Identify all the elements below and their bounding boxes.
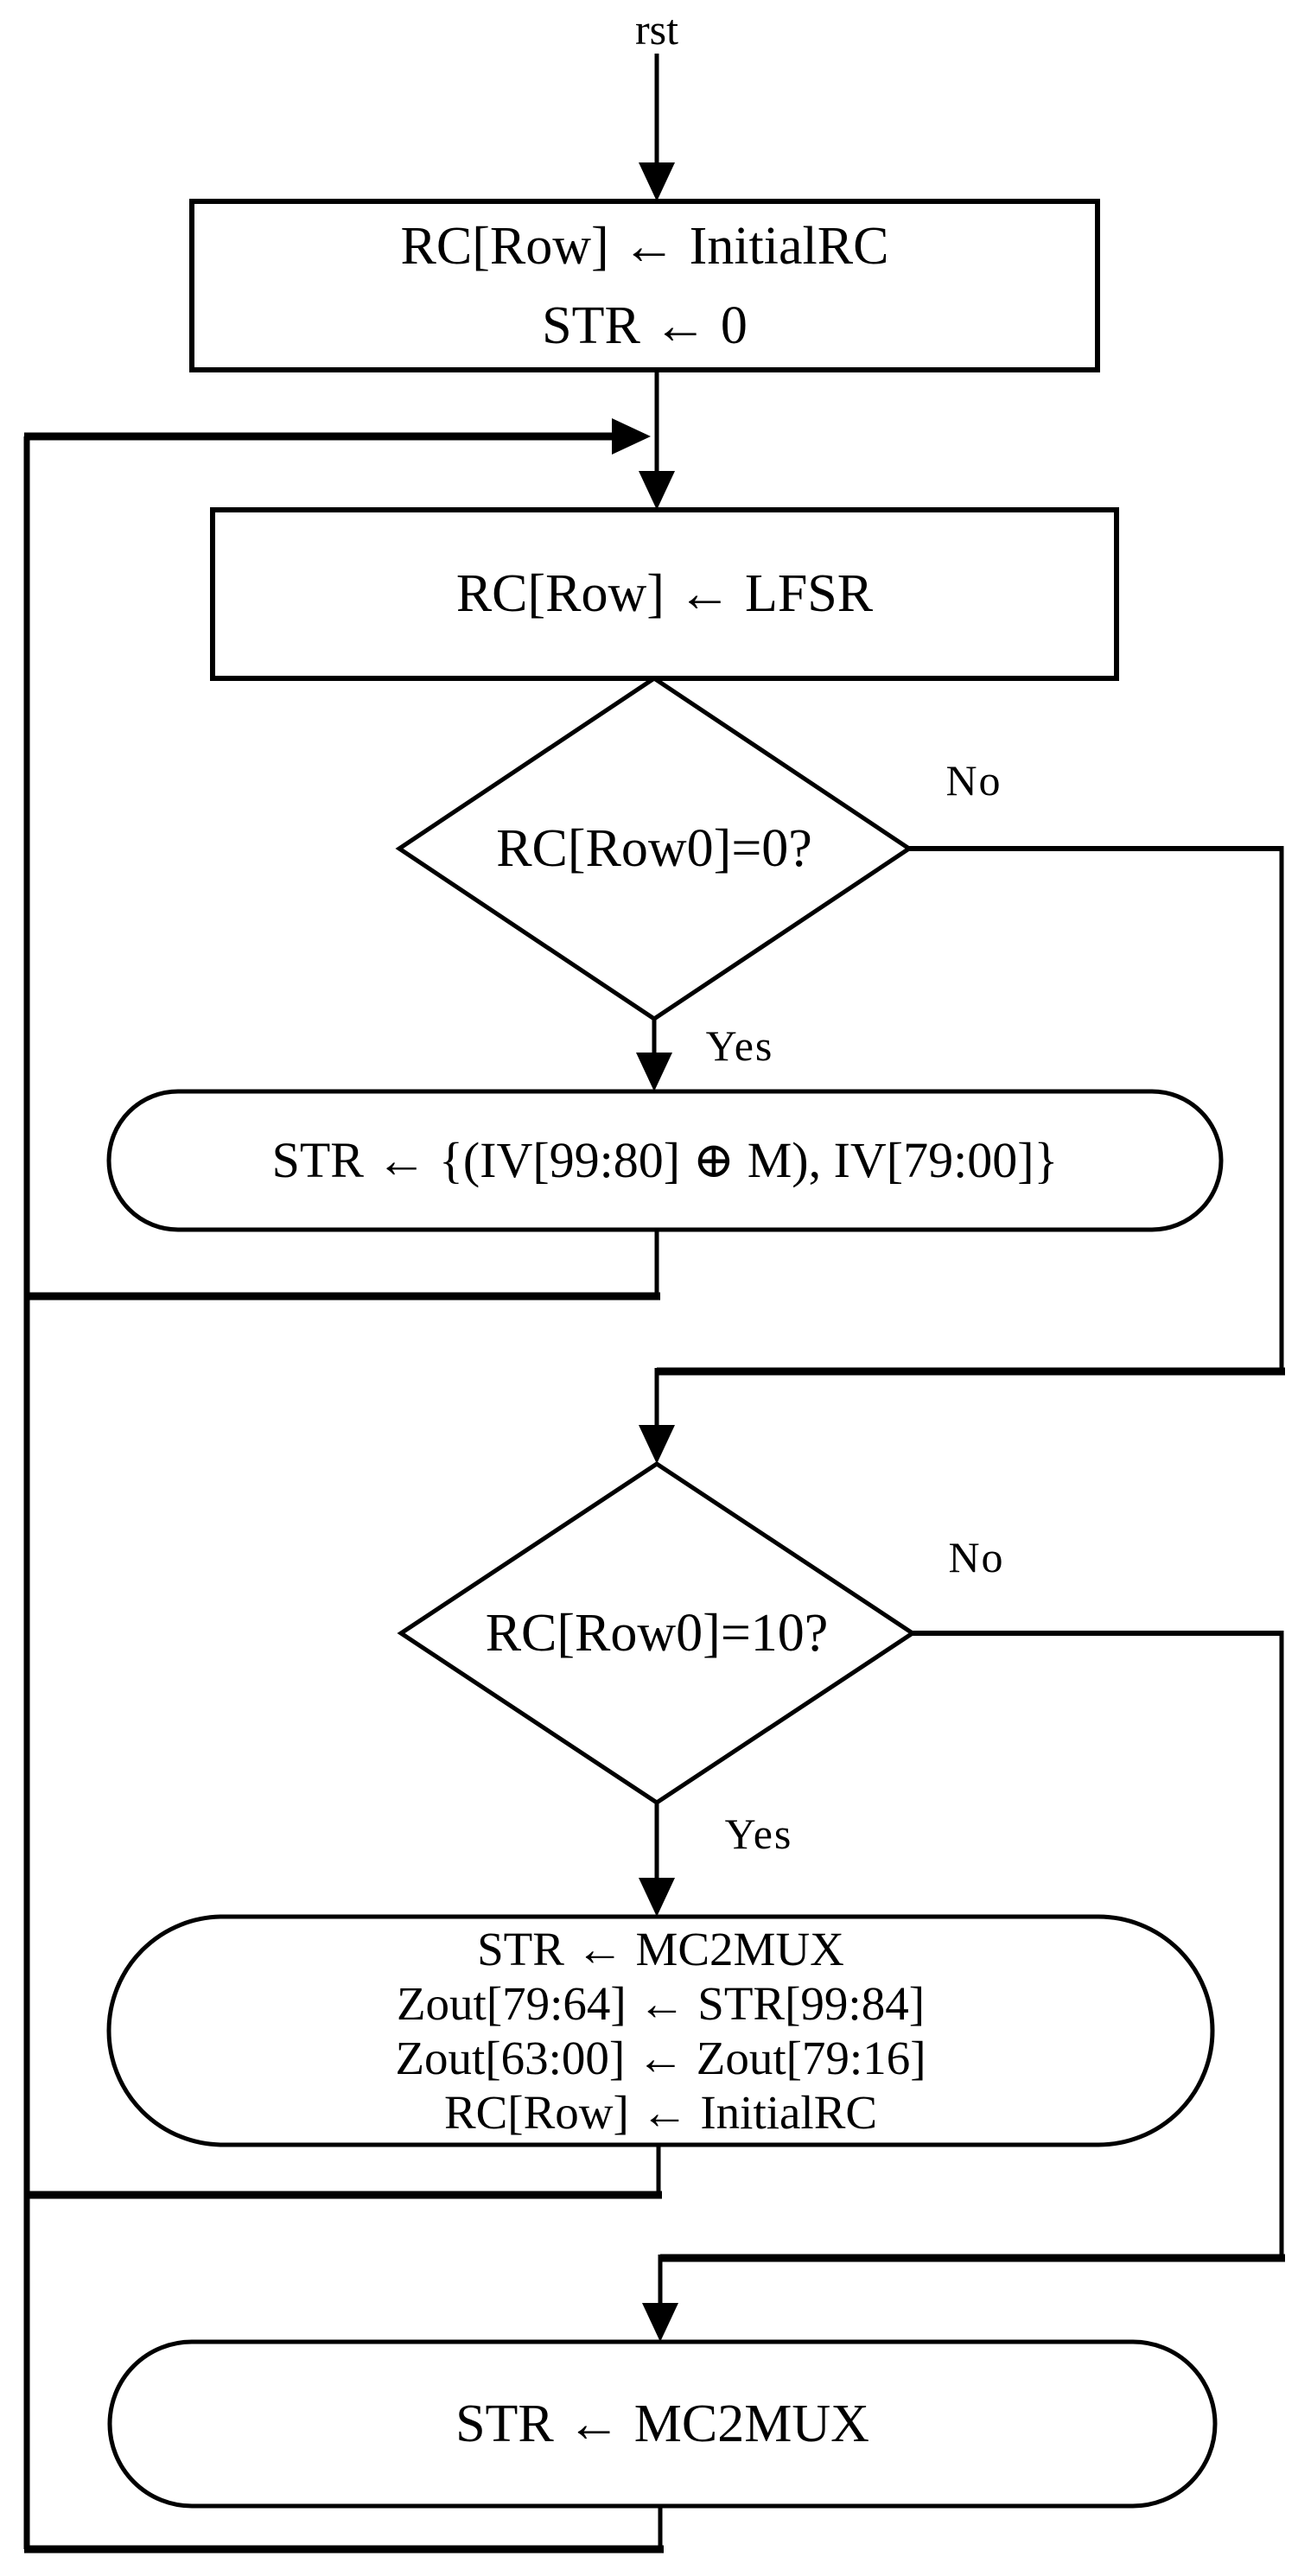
decision-dec1-text: RC[Row0]=0? <box>399 762 909 935</box>
terminal-output-line-3: Zout[63:00] ← Zout[79:16] <box>395 2032 926 2084</box>
process-lfsr-text: RC[Row] ← LFSR <box>213 510 1117 678</box>
terminal-output-line-2: Zout[79:64] ← STR[99:84] <box>396 1977 926 2030</box>
process-init-line-2: STR ← 0 <box>542 296 748 355</box>
decision-dec2-diamond <box>397 1461 917 1805</box>
arrowhead-into-lfsr-icon <box>639 471 675 510</box>
terminal-keystream-stadium <box>107 2339 1218 2509</box>
arrowhead-into-ivload-icon <box>636 1053 672 1091</box>
terminal-output-text: STR ← MC2MUX Zout[79:64] ← STR[99:84] Zo… <box>109 1917 1212 2145</box>
terminal-ivload-line-1: STR ← {(IV[99:80] ⊕ M), IV[79:00]} <box>271 1132 1059 1189</box>
decision-dec1-question: RC[Row0]=0? <box>496 818 812 878</box>
terminal-output-line-1: STR ← MC2MUX <box>477 1923 844 1975</box>
terminal-ivload-stadium <box>106 1089 1224 1232</box>
decision-dec2-text: RC[Row0]=10? <box>401 1547 913 1720</box>
decision-dec1-diamond <box>395 675 913 1022</box>
process-init-box <box>189 199 1100 372</box>
arrowhead-into-dec2-icon <box>639 1425 675 1464</box>
process-init-line-1: RC[Row] ← InitialRC <box>400 216 889 276</box>
terminal-keystream-text: STR ← MC2MUX <box>110 2342 1215 2506</box>
dec2-yes-label: Yes <box>724 1810 793 1858</box>
decision-dec2-question: RC[Row0]=10? <box>485 1603 829 1663</box>
terminal-output-stadium <box>106 1914 1215 2147</box>
process-init-text: RC[Row] ← InitialRC STR ← 0 <box>192 201 1098 370</box>
terminal-keystream-line-1: STR ← MC2MUX <box>455 2394 869 2453</box>
process-lfsr-line-1: RC[Row] ← LFSR <box>455 564 874 624</box>
dec2-no-label: No <box>948 1533 1005 1581</box>
arrowhead-merge-right-icon <box>612 418 651 455</box>
arrowhead-rst-icon <box>639 162 675 201</box>
arrowhead-into-output-icon <box>639 1878 675 1917</box>
dec1-yes-label: Yes <box>705 1021 774 1070</box>
arrowhead-into-keystream-icon <box>642 2303 678 2342</box>
terminal-ivload-text: STR ← {(IV[99:80] ⊕ M), IV[79:00]} <box>109 1091 1221 1230</box>
terminal-output-line-4: RC[Row] ← InitialRC <box>443 2086 878 2139</box>
dec1-no-label: No <box>945 756 1002 805</box>
process-lfsr-box <box>210 507 1119 681</box>
rst-entry-label: rst <box>635 5 678 54</box>
